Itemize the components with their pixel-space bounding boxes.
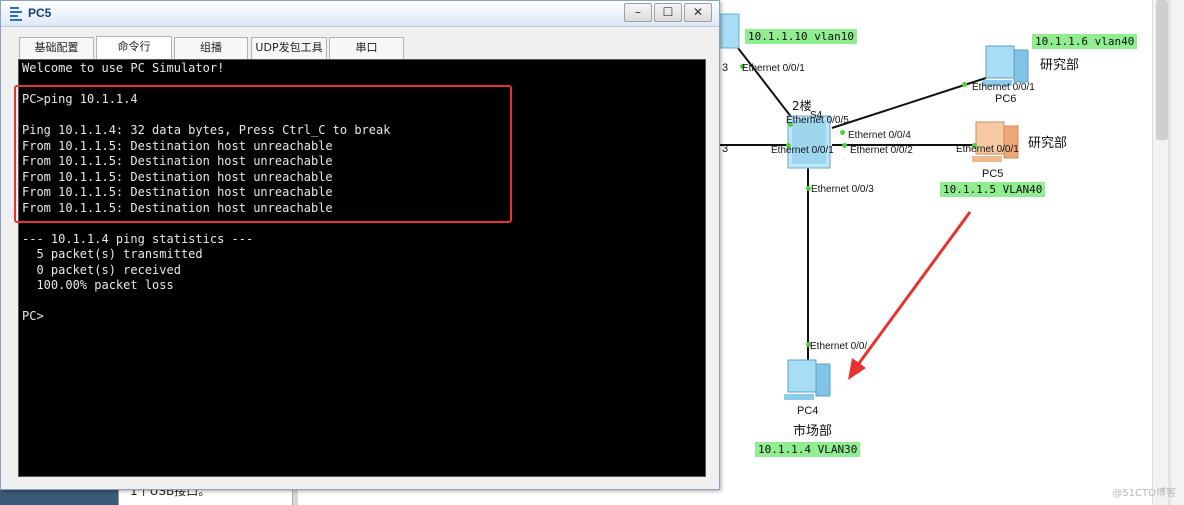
terminal-line: PC>ping 10.1.1.4 xyxy=(22,92,138,106)
title-bar[interactable]: PC5 – ☐ ✕ xyxy=(1,1,719,27)
terminal-line: 5 packet(s) transmitted xyxy=(22,247,203,261)
pc6-icon xyxy=(982,45,1029,86)
terminal-line: From 10.1.1.5: Destination host unreacha… xyxy=(22,169,333,184)
port-label: Ethernet 0/0/1 xyxy=(972,82,1035,93)
maximize-button[interactable]: ☐ xyxy=(654,3,682,22)
port-label: Ethernet 0/0/2 xyxy=(850,145,913,156)
red-arrow-line xyxy=(855,211,972,367)
terminal-line: Welcome to use PC Simulator! xyxy=(22,61,225,75)
link-switch-pc6 xyxy=(831,77,987,129)
tab-command-line[interactable]: 命令行 xyxy=(96,36,172,59)
pc5-icon xyxy=(972,121,1019,162)
terminal-line: From 10.1.1.5: Destination host unreacha… xyxy=(22,200,333,215)
switch-name: 2楼 xyxy=(792,99,812,113)
port-dot xyxy=(972,143,977,148)
tab-basic-config[interactable]: 基础配置 xyxy=(19,37,94,59)
pc5-ip-label: 10.1.1.5 VLAN40 xyxy=(940,182,1046,197)
pc4-dept-label: 市场部 xyxy=(793,424,833,439)
tab-udp-tool[interactable]: UDP发包工具 xyxy=(251,37,327,59)
port-label: Ethernet 0/0/4 xyxy=(848,130,911,141)
pc5-name: PC5 xyxy=(982,168,1004,180)
terminal-line: From 10.1.1.5: Destination host unreacha… xyxy=(22,154,333,168)
edge-label: 3 xyxy=(722,143,729,155)
port-dot xyxy=(788,122,793,127)
terminal-line: --- 10.1.1.4 ping statistics --- xyxy=(22,231,254,246)
port-dot xyxy=(806,342,811,347)
switch-icon xyxy=(787,115,831,169)
port-label: Ethernet 0/0/3 xyxy=(811,184,874,195)
terminal-prompt[interactable]: PC> xyxy=(22,309,44,323)
pc6-dept-label: 研究部 xyxy=(1040,58,1080,73)
tab-multicast[interactable]: 组播 xyxy=(174,37,248,59)
red-highlight-box xyxy=(14,85,512,223)
red-arrow-head xyxy=(848,358,866,380)
port-dot xyxy=(842,143,847,148)
window-title: PC5 xyxy=(28,6,52,20)
port-dot xyxy=(806,186,811,191)
terminal-line: From 10.1.1.5: Destination host unreacha… xyxy=(22,185,333,199)
scrollbar-thumb[interactable] xyxy=(1156,0,1168,140)
port-label: Ethernet 0/0/1 xyxy=(742,63,805,74)
terminal-line xyxy=(22,294,702,310)
edge-label: 3 xyxy=(722,62,729,74)
pc4-name: PC4 xyxy=(797,405,819,417)
port-dot xyxy=(740,64,745,69)
pc-top-icon xyxy=(720,13,740,49)
terminal-line: From 10.1.1.5: Destination host unreacha… xyxy=(22,138,333,153)
terminal-output[interactable]: Welcome to use PC Simulator! PC>ping 10.… xyxy=(18,59,706,477)
app-icon xyxy=(10,7,22,21)
pc5-dept-label: 研究部 xyxy=(1028,136,1068,151)
port-label: Ethernet 0/0/1 xyxy=(956,144,1019,155)
port-dot xyxy=(786,143,791,148)
pc4-ip-label: 10.1.1.4 VLAN30 xyxy=(755,442,861,457)
terminal-line: Ping 10.1.1.4: 32 data bytes, Press Ctrl… xyxy=(22,123,391,137)
terminal-line: 0 packet(s) received xyxy=(22,262,181,277)
port-dot xyxy=(962,82,967,87)
minimize-button[interactable]: – xyxy=(624,3,652,22)
pc4-icon xyxy=(784,359,831,400)
port-dot xyxy=(840,130,845,135)
pc6-ip-label: 10.1.1.6 vlan40 xyxy=(1032,34,1138,49)
pc-top-ip-label: 10.1.1.10 vlan10 xyxy=(745,29,857,44)
link-top-pc-switch xyxy=(737,47,793,119)
watermark: @51CTO博客 xyxy=(1112,488,1176,499)
terminal-line: 100.00% packet loss xyxy=(22,278,174,292)
switch-sub-label: S4 xyxy=(810,110,823,121)
scrollbar-track xyxy=(1168,0,1171,505)
port-label: Ethernet 0/0/1 xyxy=(771,145,834,156)
close-button[interactable]: ✕ xyxy=(684,3,712,22)
pc6-name: PC6 xyxy=(995,93,1017,105)
tab-serial[interactable]: 串口 xyxy=(329,37,404,59)
port-label: Ethernet 0/0/ xyxy=(810,341,868,352)
port-label: Ethernet 0/0/5 xyxy=(786,115,849,126)
pc5-window: PC5 – ☐ ✕ 基础配置 命令行 组播 UDP发包工具 串口 Welcome… xyxy=(0,0,720,490)
